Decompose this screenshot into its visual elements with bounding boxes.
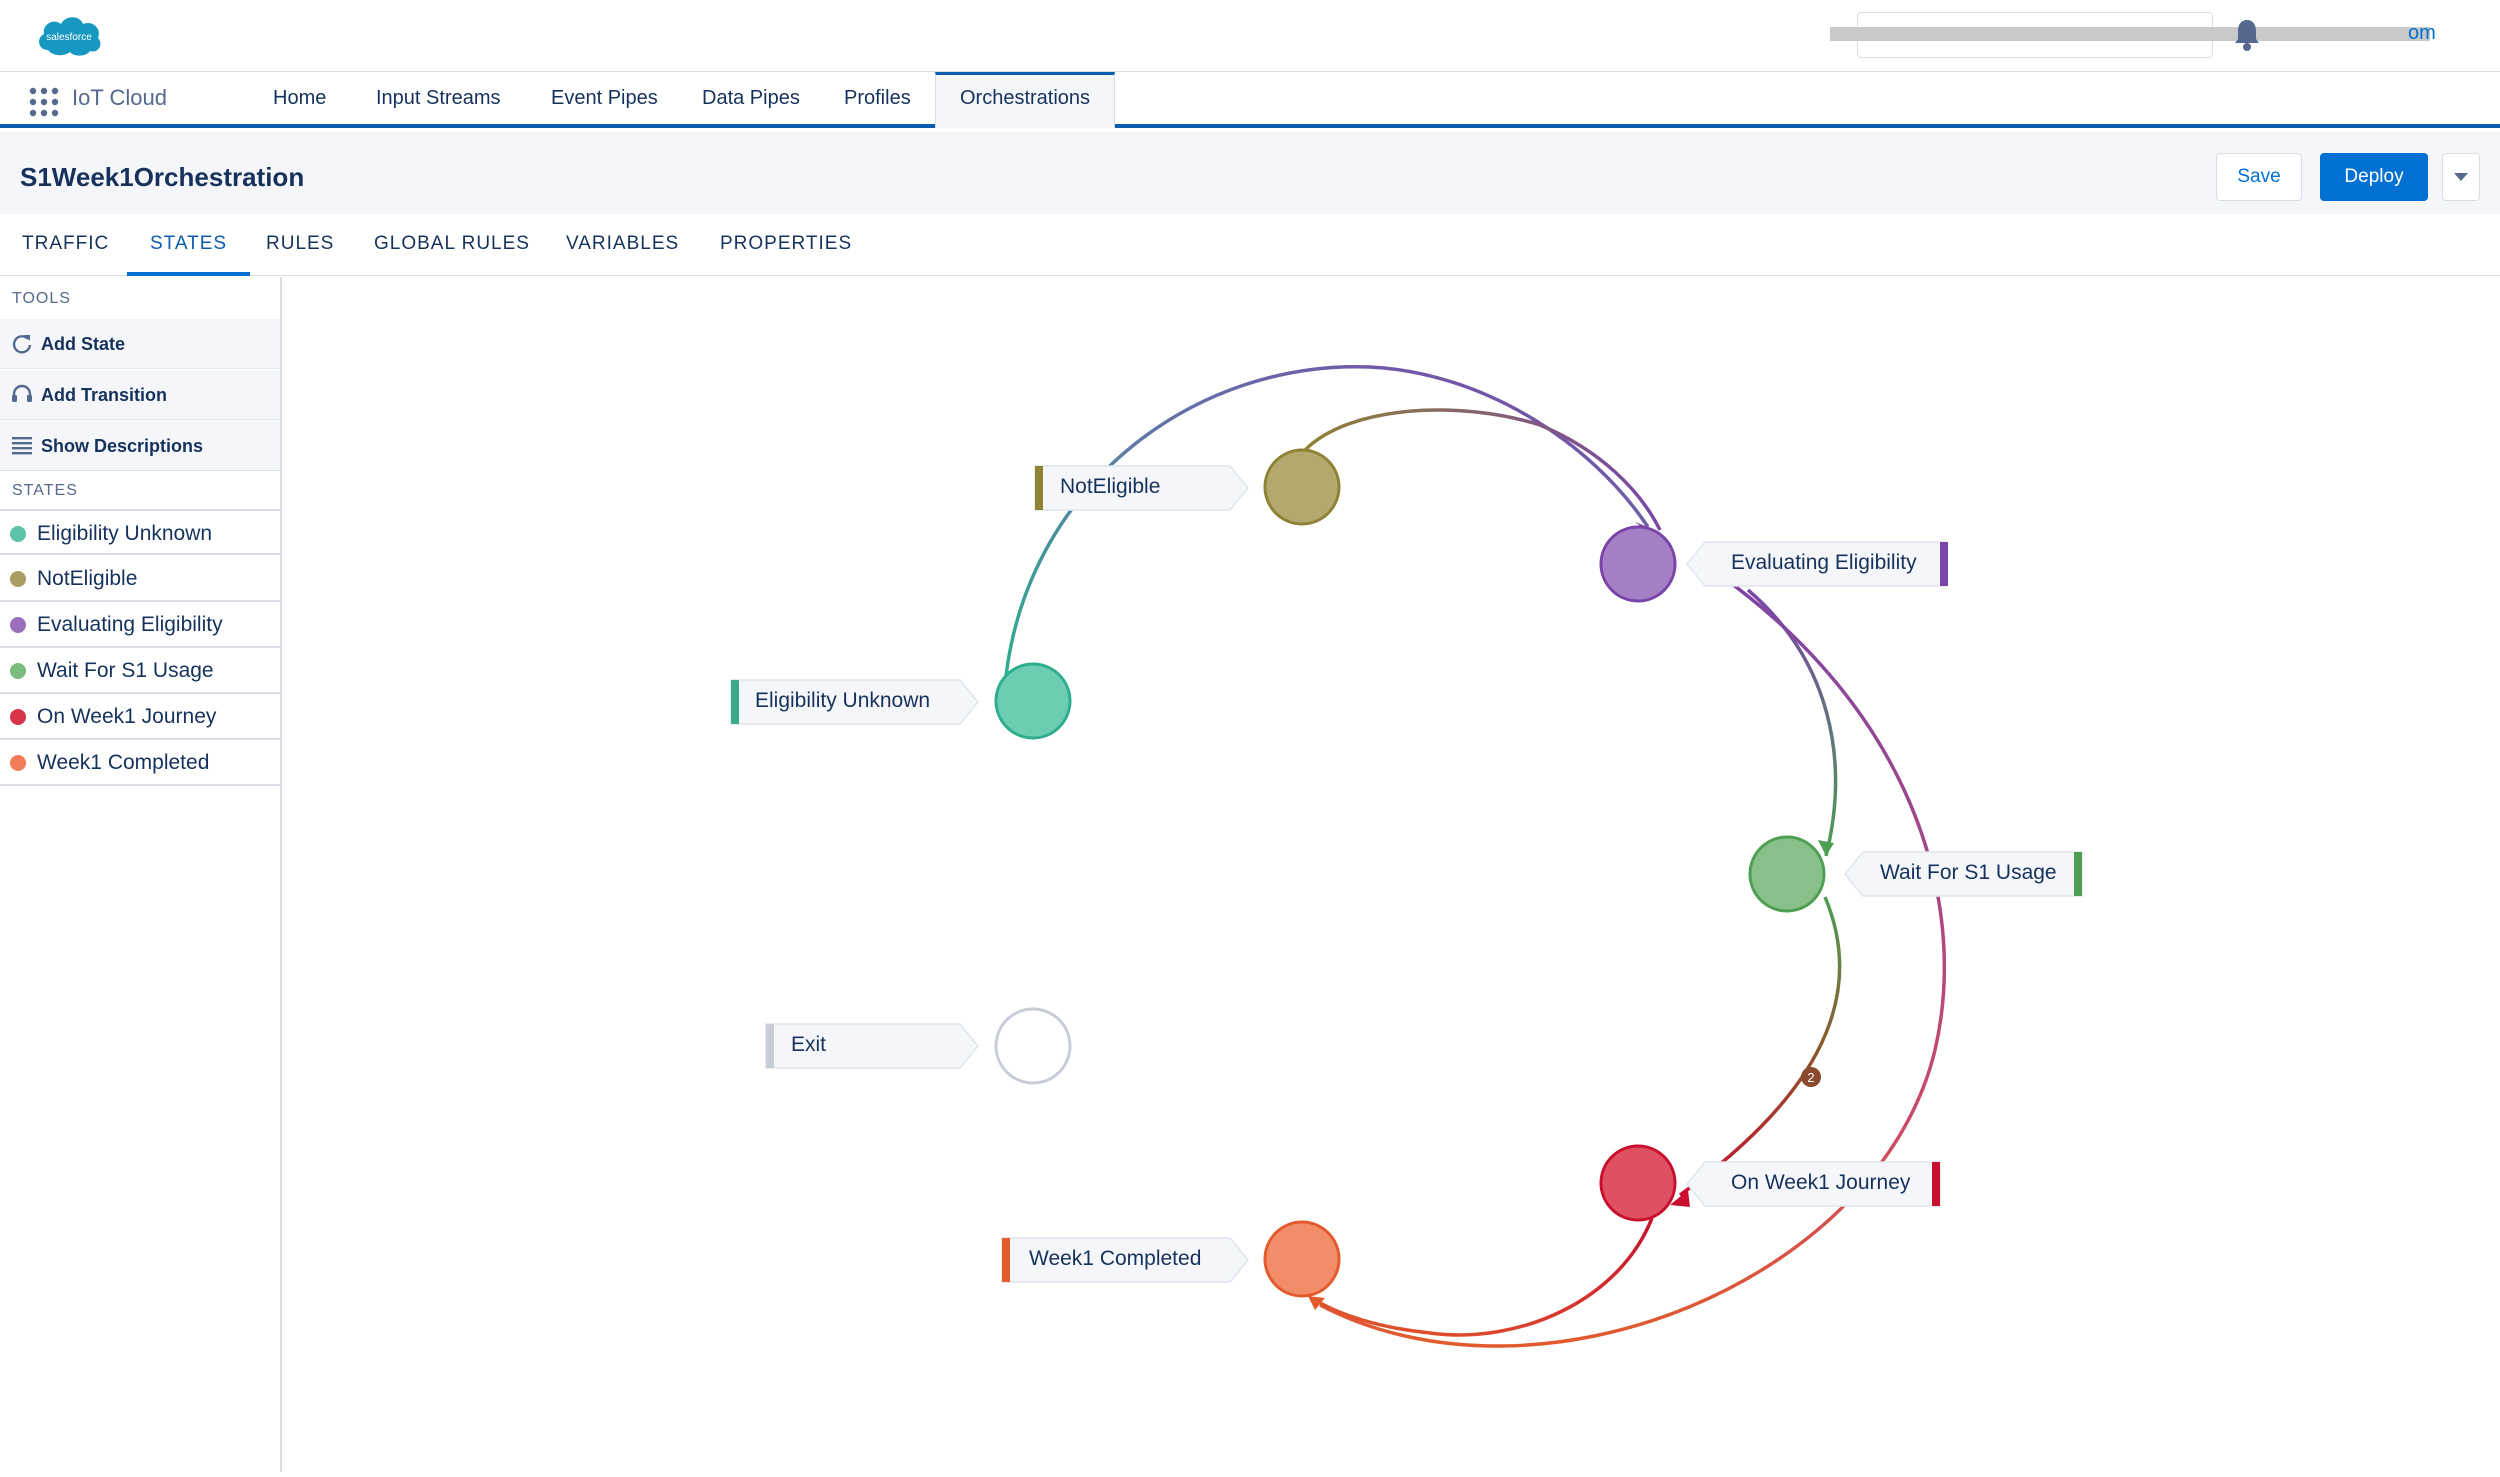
state-node-eligibility-unknown[interactable] <box>994 662 1072 740</box>
tab-bar: TRAFFIC STATES RULES GLOBAL RULES VARIAB… <box>0 214 2500 276</box>
refresh-icon <box>12 335 32 354</box>
tool-label: Add State <box>41 334 126 354</box>
state-item-not-eligible[interactable]: NotEligible <box>0 556 280 602</box>
page-header: S1Week1Orchestration Save Deploy <box>0 132 2500 214</box>
global-header: salesforce om <box>0 0 2500 72</box>
add-state-tool[interactable]: Add State <box>0 319 280 369</box>
state-accent <box>766 1024 774 1068</box>
transition-on-week1-to-week1-completed[interactable] <box>1314 1217 1654 1337</box>
show-descriptions-tool[interactable]: Show Descriptions <box>0 421 280 471</box>
tool-label: Add Transition <box>41 385 167 405</box>
tab-traffic[interactable]: TRAFFIC <box>22 233 110 254</box>
state-tag-label: Eligibility Unknown <box>755 689 930 712</box>
orchestration-canvas[interactable]: 2 NotEligible Evaluating Eligibility Eli… <box>284 277 2500 1472</box>
state-tag-evaluating-eligibility[interactable]: Evaluating Eligibility <box>1686 541 1948 587</box>
state-item-week1-completed[interactable]: Week1 Completed <box>0 740 280 786</box>
state-tag-on-week1-journey[interactable]: On Week1 Journey <box>1686 1161 1941 1207</box>
state-label: NotEligible <box>37 567 138 590</box>
state-node-week1-completed[interactable] <box>1263 1220 1341 1298</box>
tool-label: Show Descriptions <box>41 436 204 456</box>
state-accent <box>1940 542 1948 586</box>
state-label: Eligibility Unknown <box>37 522 213 545</box>
save-button[interactable]: Save <box>2216 153 2302 201</box>
state-node-wait-for-s1-usage[interactable] <box>1748 835 1826 913</box>
list-icon <box>12 437 32 455</box>
state-tag-label: Wait For S1 Usage <box>1880 861 2057 884</box>
tab-properties[interactable]: PROPERTIES <box>720 233 853 254</box>
state-tag-eligibility-unknown[interactable]: Eligibility Unknown <box>730 679 979 725</box>
state-color-dot <box>10 526 26 542</box>
headset-icon <box>12 384 32 402</box>
state-tag-label: NotEligible <box>1060 475 1160 498</box>
state-color-dot <box>10 663 26 679</box>
state-color-dot <box>10 617 26 633</box>
state-tag-wait-for-s1-usage[interactable]: Wait For S1 Usage <box>1844 851 2083 897</box>
transition-arrowhead <box>1670 1190 1690 1207</box>
transition-arrowhead <box>1308 1296 1325 1310</box>
tab-variables[interactable]: VARIABLES <box>566 233 680 254</box>
state-tag-label: Exit <box>791 1033 826 1056</box>
state-label: Wait For S1 Usage <box>37 659 214 682</box>
transition-arrowhead <box>1818 840 1834 856</box>
page-title: S1Week1Orchestration <box>20 162 305 192</box>
state-accent <box>2074 852 2082 896</box>
transition-evaluating-to-wait[interactable] <box>1746 588 1838 857</box>
transition-evaluating-to-week1-completed[interactable] <box>1319 558 1947 1348</box>
transition-count-label: 2 <box>1807 1070 1814 1085</box>
state-label: Evaluating Eligibility <box>37 613 223 636</box>
state-label: On Week1 Journey <box>37 705 217 728</box>
redacted-user-info <box>1830 27 2430 41</box>
state-tag-exit[interactable]: Exit <box>765 1023 979 1069</box>
state-color-dot <box>10 571 26 587</box>
transition-wait-to-on-week1[interactable] <box>1678 896 1842 1197</box>
nav-item-home[interactable]: Home <box>273 87 327 109</box>
salesforce-logo[interactable]: salesforce <box>34 10 104 58</box>
nav-item-profiles[interactable]: Profiles <box>844 87 911 109</box>
state-item-on-week1-journey[interactable]: On Week1 Journey <box>0 694 280 740</box>
nav-item-orchestrations[interactable]: Orchestrations <box>935 72 1116 128</box>
tab-global-rules[interactable]: GLOBAL RULES <box>374 233 530 254</box>
nav-item-data-pipes[interactable]: Data Pipes <box>702 87 800 109</box>
state-tag-week1-completed[interactable]: Week1 Completed <box>1001 1237 1249 1283</box>
state-label: Week1 Completed <box>37 751 210 774</box>
state-item-eligibility-unknown[interactable]: Eligibility Unknown <box>0 509 280 555</box>
state-node-not-eligible[interactable] <box>1263 448 1341 526</box>
state-accent <box>1002 1238 1010 1282</box>
more-actions-button[interactable] <box>2442 153 2480 201</box>
state-tag-label: On Week1 Journey <box>1731 1171 1911 1194</box>
tab-states[interactable]: STATES <box>127 214 251 276</box>
logo-text: salesforce <box>46 32 92 43</box>
user-link[interactable]: om <box>2408 22 2436 44</box>
state-node-exit[interactable] <box>994 1007 1072 1085</box>
state-node-evaluating-eligibility[interactable] <box>1599 525 1677 603</box>
bell-icon[interactable] <box>2232 17 2262 53</box>
state-item-wait-for-s1-usage[interactable]: Wait For S1 Usage <box>0 648 280 694</box>
transition-eligibility-unknown-to-evaluating[interactable] <box>1004 365 1650 677</box>
tab-rules[interactable]: RULES <box>266 233 335 254</box>
state-node-on-week1-journey[interactable] <box>1599 1144 1677 1222</box>
state-item-evaluating-eligibility[interactable]: Evaluating Eligibility <box>0 602 280 648</box>
state-accent <box>1932 1162 1940 1206</box>
state-tag-not-eligible[interactable]: NotEligible <box>1034 465 1249 511</box>
state-color-dot <box>10 709 26 725</box>
app-nav: IoT Cloud Home Input Streams Event Pipes… <box>0 72 2500 128</box>
transition-not-eligible-to-evaluating[interactable] <box>1303 408 1662 531</box>
app-name: IoT Cloud <box>72 85 167 110</box>
sidebar: TOOLS Add State Add Transition Show Desc… <box>0 277 282 1472</box>
nav-item-input-streams[interactable]: Input Streams <box>376 87 501 109</box>
transition-count-badge[interactable] <box>1801 1067 1821 1087</box>
tools-heading: TOOLS <box>12 290 71 307</box>
state-tag-label: Week1 Completed <box>1029 1247 1201 1270</box>
add-transition-tool[interactable]: Add Transition <box>0 370 280 420</box>
states-heading: STATES <box>12 482 78 499</box>
deploy-button[interactable]: Deploy <box>2320 153 2428 201</box>
state-tag-label: Evaluating Eligibility <box>1731 551 1917 574</box>
state-color-dot <box>10 755 26 771</box>
chevron-down-icon <box>2454 173 2468 181</box>
state-accent <box>1035 466 1043 510</box>
app-launcher-icon[interactable] <box>28 86 60 118</box>
state-diagram[interactable]: 2 NotEligible Evaluating Eligibility Eli… <box>284 277 2500 1472</box>
nav-item-event-pipes[interactable]: Event Pipes <box>551 87 658 109</box>
state-accent <box>731 680 739 724</box>
